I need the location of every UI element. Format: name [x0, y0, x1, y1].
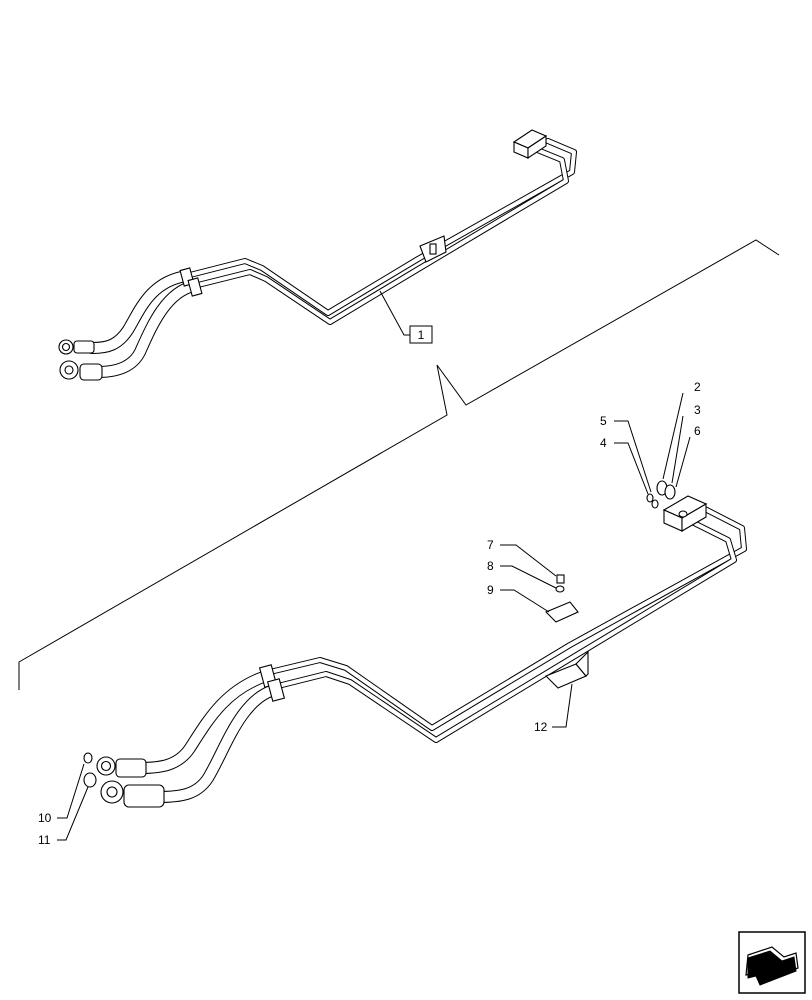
- upper-fitting-b: [59, 360, 103, 381]
- seals-4-5: [646, 493, 659, 509]
- callout-4: 4: [600, 436, 607, 450]
- lower-pipe-assembly: [96, 495, 747, 808]
- assembly-ref-box: 1: [409, 325, 433, 344]
- callout-3: 3: [694, 403, 701, 417]
- seals-2-3-6: [656, 480, 676, 500]
- callout-11: 11: [38, 833, 51, 847]
- callout-5: 5: [600, 414, 607, 428]
- orings-10-11: [83, 752, 97, 788]
- clamp-12: [545, 650, 589, 689]
- callout-6: 6: [694, 424, 701, 438]
- callout-12: 12: [534, 720, 548, 734]
- upper-flange-block: [512, 129, 548, 160]
- callout-leaders: [57, 392, 691, 841]
- callout-9: 9: [487, 583, 494, 597]
- arrow-icon[interactable]: [738, 931, 806, 994]
- section-break-line: [18, 239, 780, 690]
- upper-pipe-assembly: [58, 129, 577, 381]
- assembly-leader: [379, 290, 410, 336]
- callout-8: 8: [487, 559, 494, 573]
- upper-clamp: [419, 235, 447, 263]
- svg-text:1: 1: [418, 328, 425, 342]
- washer-8: [555, 585, 565, 593]
- lower-fitting-a: [96, 756, 147, 778]
- lower-flange-block: [662, 495, 708, 532]
- callout-2: 2: [694, 380, 701, 394]
- callout-10: 10: [38, 811, 52, 825]
- bracket-9: [545, 601, 579, 623]
- upper-fitting-a: [58, 339, 95, 355]
- bolt-7: [556, 574, 565, 584]
- callout-7: 7: [487, 538, 494, 552]
- callout-labels: 2 3 6 5 4 7 8 9 12 10 11: [38, 380, 701, 847]
- lower-fitting-b: [100, 780, 165, 808]
